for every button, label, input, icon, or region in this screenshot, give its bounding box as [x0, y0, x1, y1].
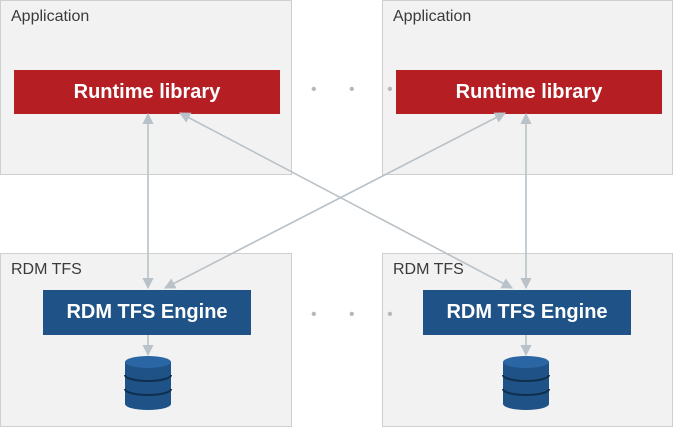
- database-icon: [124, 356, 172, 410]
- runtime-library-label: Runtime library: [73, 80, 221, 103]
- rdm-tfs-engine-label: RDM TFS Engine: [66, 301, 228, 323]
- rdm-tfs-engine-box: RDM TFS Engine: [43, 290, 251, 335]
- panel-label: RDM TFS: [11, 261, 82, 278]
- database-icon: [502, 356, 550, 410]
- runtime-library-box: Runtime library: [396, 70, 662, 114]
- panel-label: Application: [11, 8, 90, 25]
- runtime-library-label: Runtime library: [455, 80, 603, 103]
- ellipsis-bottom: • • •: [311, 306, 407, 323]
- arrow-cross-down-right: [179, 112, 513, 289]
- rdm-tfs-engine-label: RDM TFS Engine: [446, 301, 608, 323]
- ellipsis-top: • • •: [311, 81, 407, 98]
- panel-label: Application: [393, 8, 472, 25]
- runtime-library-box: Runtime library: [14, 70, 280, 114]
- rdm-tfs-engine-box: RDM TFS Engine: [423, 290, 631, 335]
- arrow-cross-down-left: [164, 112, 506, 289]
